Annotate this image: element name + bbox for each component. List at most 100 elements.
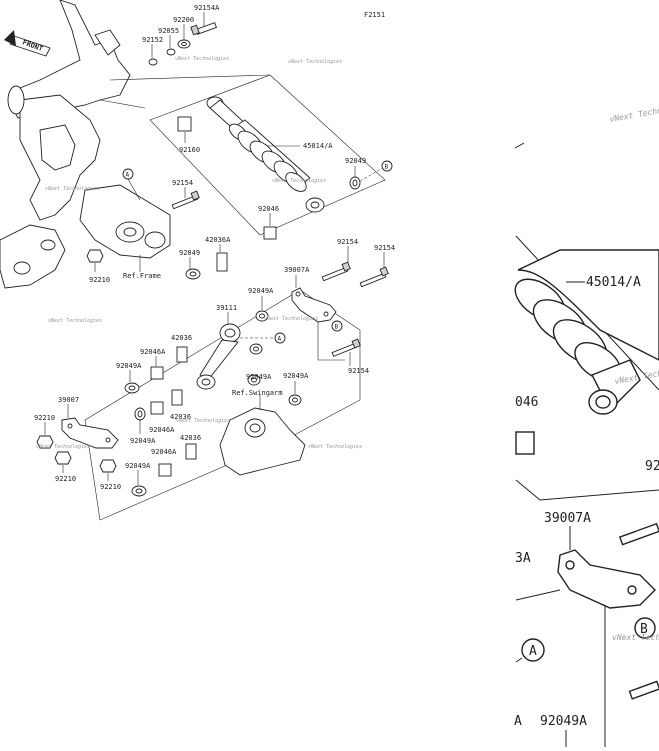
zoom-label-92049A: 92049A — [540, 714, 587, 729]
label-92154-right-b: 92154 — [374, 244, 395, 252]
watermark-1: vNext Technologies — [175, 56, 229, 62]
callout-a-low — [274, 332, 286, 344]
bushing-92046A-1 — [150, 366, 164, 380]
nut-92210-top — [86, 249, 104, 263]
collar-42036-2 — [171, 389, 183, 406]
bolt-92154-low — [331, 338, 361, 357]
label-92210-c: 92210 — [100, 483, 121, 491]
nut-92210-b — [54, 451, 72, 465]
zoom-bolt-1 — [618, 522, 659, 546]
label-92154-top: 92154 — [172, 179, 193, 187]
label-92046A-3: 92046A — [151, 448, 177, 456]
callout-b-top-label: B — [385, 164, 389, 171]
collar-42036-3 — [185, 443, 197, 460]
zoom-callout-b — [634, 617, 656, 639]
label-92049-mid: 92049 — [179, 249, 200, 257]
front-arrow: FRONT — [4, 30, 51, 57]
nut-92152 — [148, 58, 158, 66]
watermark-8: vNext Technologies — [308, 444, 362, 450]
label-92154-low: 92154 — [348, 367, 369, 375]
label-42036-1: 42036 — [171, 334, 192, 342]
label-92049A-5: 92049A — [130, 437, 156, 445]
watermark-7: vNext Technologies — [176, 418, 230, 424]
label-92046A-2: 92046A — [149, 426, 175, 434]
collar-42036-1 — [176, 346, 188, 363]
label-92200: 92200 — [173, 16, 194, 24]
label-42036-2: 42036 — [170, 413, 191, 421]
label-92049A-4: 92049A — [283, 372, 309, 380]
label-92049A-6: 92049A — [125, 462, 151, 470]
label-92049A-2: 92049A — [246, 373, 272, 381]
bushing-92046-top — [263, 226, 277, 240]
bolt-92154-right-b — [359, 266, 389, 288]
zoom-callout-a-label: A — [529, 644, 537, 659]
shock-absorber-45014A — [206, 96, 325, 213]
zoom-callout-a — [521, 638, 545, 662]
zoom-watermark-1: vNext Techno — [609, 105, 659, 124]
zoom-bushing — [515, 431, 535, 455]
zoom-label-39007A: 39007A — [544, 511, 591, 526]
label-92046A-1: 92046A — [140, 348, 166, 356]
zoom-label-3A: 3A — [515, 551, 531, 566]
bushing-92046A-3 — [158, 463, 172, 477]
figure-code: F2151 — [364, 11, 385, 19]
label-92152: 92152 — [142, 36, 163, 44]
zoom-label-45014A: 45014/A — [586, 275, 641, 290]
label-92046-top: 92046 — [258, 205, 279, 213]
label-92154A: 92154A — [194, 4, 220, 12]
watermark-4: vNext Technologies — [272, 178, 326, 184]
zoom-label-A: A — [514, 714, 522, 729]
collar-42036A — [216, 252, 228, 272]
bushing-92046A-2 — [150, 401, 164, 415]
bolt-92154-frame — [171, 190, 200, 210]
callout-a-low-label: A — [278, 336, 282, 343]
label-92210-b: 92210 — [55, 475, 76, 483]
shock-group-frame — [149, 74, 386, 236]
label-92210-top: 92210 — [89, 276, 110, 284]
label-39111: 39111 — [216, 304, 237, 312]
label-42036A: 42036A — [205, 236, 231, 244]
ref-frame-label: Ref.Frame — [123, 272, 161, 280]
label-45014A: 45014/A — [303, 142, 333, 150]
label-39007A: 39007A — [284, 266, 310, 274]
tie-rod-39007 — [61, 417, 119, 449]
callout-b-low-label: B — [335, 324, 339, 331]
linkage-group-frame — [84, 289, 361, 521]
callout-b-top — [381, 160, 393, 172]
watermark-9: vNext Technologies — [264, 316, 318, 322]
label-92049-top: 92049 — [345, 157, 366, 165]
bushing-92160 — [177, 116, 192, 132]
label-92049A-1: 92049A — [248, 287, 274, 295]
zoom-label-046: 046 — [515, 395, 538, 410]
watermark-5: vNext Technologies — [48, 318, 102, 324]
callout-b-low — [331, 320, 343, 332]
zoom-bolt-2 — [628, 680, 659, 700]
watermark-2: vNext Technologies — [288, 59, 342, 65]
rocker-arm-39111 — [196, 323, 241, 390]
zoom-detail: vNext Techno 45014/A 046 92 vNext Techno… — [514, 105, 659, 747]
label-39007: 39007 — [58, 396, 79, 404]
ref-swingarm-label: Ref.Swingarm — [232, 389, 283, 397]
nut-92210-a — [36, 435, 54, 449]
callout-a-frame-label: A — [126, 172, 130, 179]
label-92210-a: 92210 — [34, 414, 55, 422]
nut-92210-c — [99, 459, 117, 473]
bolt-92154-right-a — [321, 261, 351, 282]
label-42036-3: 42036 — [180, 434, 201, 442]
label-92055: 92055 — [158, 27, 179, 35]
frame-assembly — [0, 0, 271, 289]
watermark-3: vNext Technologies — [45, 186, 99, 192]
watermark-6: vNext Technologies — [36, 444, 90, 450]
zoom-callout-b-label: B — [640, 622, 648, 637]
swingarm-part — [219, 395, 306, 476]
label-92049A-3: 92049A — [116, 362, 142, 370]
zoom-label-92: 92 — [645, 459, 659, 474]
zoom-watermark-3: vNext Techno — [612, 633, 659, 642]
label-92160: 92160 — [179, 146, 200, 154]
label-92154-right-a: 92154 — [337, 238, 358, 246]
tie-rod-39007A — [291, 287, 337, 323]
washer-92055 — [166, 48, 176, 56]
top-bolt-92154A — [190, 22, 217, 36]
